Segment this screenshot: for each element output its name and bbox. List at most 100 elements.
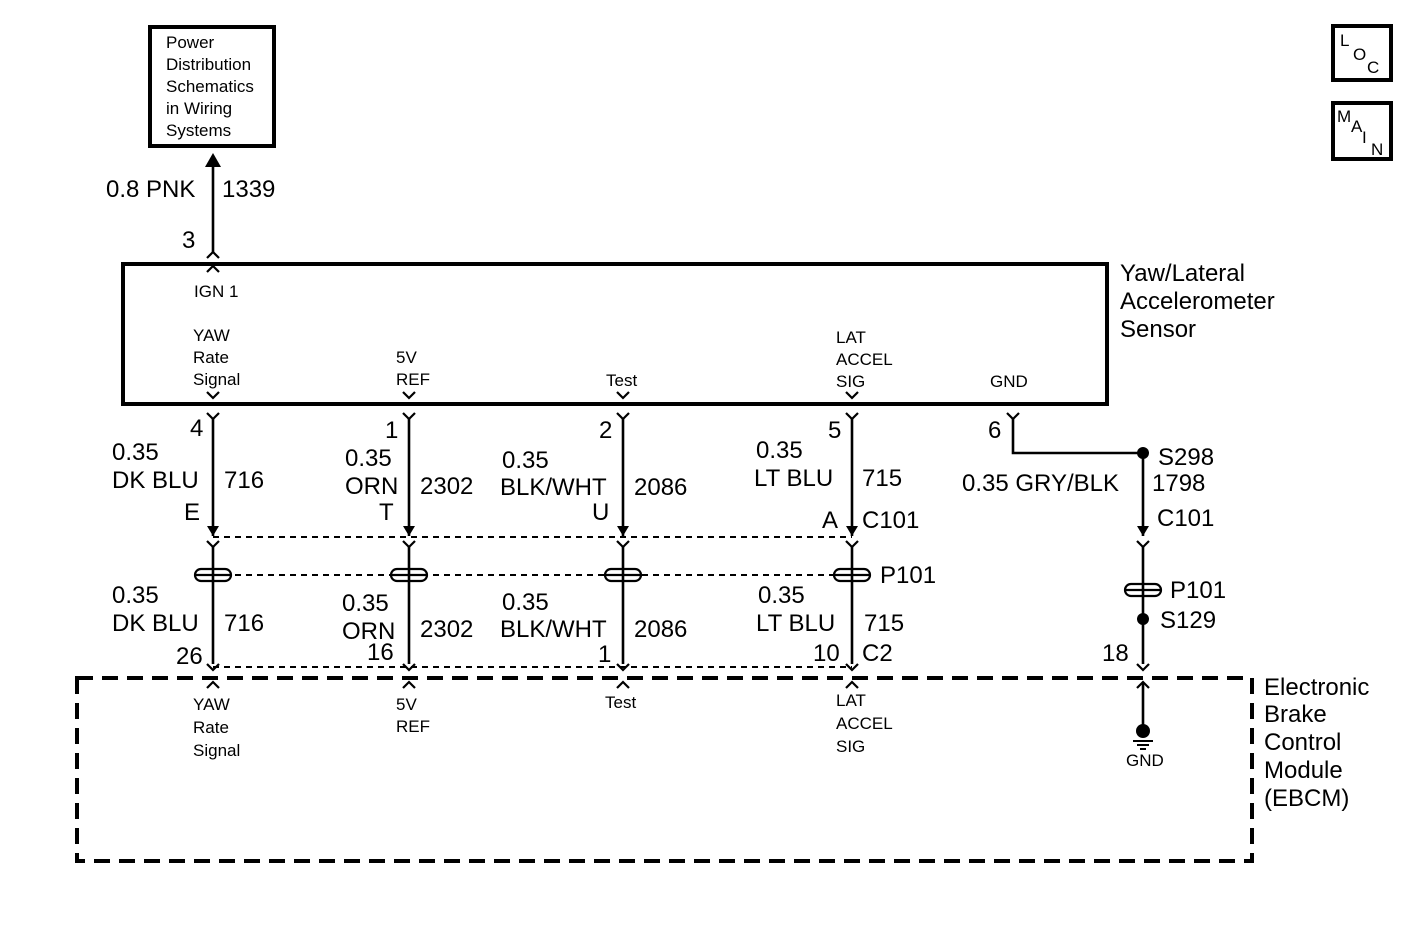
ebcm-yaw-label-1: YAW — [193, 695, 230, 714]
sensor-yaw-label-2: Rate — [193, 348, 229, 367]
lat-lower-gauge: 0.35 — [758, 582, 805, 609]
ign-wire-pin: 3 — [182, 227, 195, 254]
lat-lower-pin: 10 — [813, 640, 840, 667]
s129-label: S129 — [1160, 607, 1216, 634]
ref-lower-pin: 16 — [367, 639, 394, 666]
ground-dot-icon — [1136, 724, 1150, 738]
loc-letter-c: C — [1367, 58, 1379, 77]
sensor-title-line-3: Sensor — [1120, 316, 1196, 343]
yaw-upper-gauge: 0.35 — [112, 439, 159, 466]
main-letter-n: N — [1371, 140, 1383, 159]
ref-upper-color: ORN — [345, 473, 398, 500]
ebcm-title-line-4: Module — [1264, 757, 1343, 784]
test-upper-color: BLK/WHT — [500, 474, 607, 501]
ebcm-box[interactable] — [75, 676, 1254, 863]
main-button[interactable]: M A I N — [1331, 101, 1393, 161]
ebcm-lat-label-2: ACCEL — [836, 714, 893, 733]
p101-symbols — [193, 567, 1163, 598]
ebcm-ref-label-2: REF — [396, 717, 430, 736]
power-box-line-2: Distribution — [166, 55, 251, 74]
yaw-lower-gauge: 0.35 — [112, 582, 159, 609]
ref-upper-gauge: 0.35 — [345, 445, 392, 472]
sensor-test-label: Test — [606, 371, 637, 390]
sensor-lat-label-3: SIG — [836, 372, 865, 391]
wire-test — [616, 391, 630, 689]
yaw-lower-circuit: 716 — [224, 610, 264, 637]
test-lower-color: BLK/WHT — [500, 616, 607, 643]
test-upper-circuit: 2086 — [634, 474, 687, 501]
yaw-upper-color: DK BLU — [112, 467, 199, 494]
power-distribution-box[interactable]: Power Distribution Schematics in Wiring … — [148, 25, 276, 148]
arrow-down-icon — [403, 526, 415, 536]
splice-dot-icon — [1137, 447, 1149, 459]
sensor-ref-label-1: 5V — [396, 348, 417, 367]
yaw-lower-color: DK BLU — [112, 610, 199, 637]
power-box-line-1: Power — [166, 33, 215, 52]
sensor-yaw-label-3: Signal — [193, 370, 240, 389]
ebcm-test-label: Test — [605, 693, 636, 712]
lat-c101-pin: A — [822, 507, 838, 534]
sensor-ref-label-2: REF — [396, 370, 430, 389]
ref-upper-pin: 1 — [385, 417, 398, 444]
c101-gnd-label: C101 — [1157, 505, 1214, 532]
ign-terminal-label: IGN 1 — [194, 282, 238, 301]
loc-letter-o: O — [1353, 45, 1366, 64]
wire-yaw — [206, 391, 220, 689]
sensor-lat-label-2: ACCEL — [836, 350, 893, 369]
splice-dot-icon — [1137, 613, 1149, 625]
ebcm-ref-label-1: 5V — [396, 695, 417, 714]
ebcm-title-line-5: (EBCM) — [1264, 785, 1349, 812]
sensor-lat-label-1: LAT — [836, 328, 866, 347]
arrow-down-icon — [1137, 526, 1149, 536]
ref-lower-circuit: 2302 — [420, 616, 473, 643]
test-lower-pin: 1 — [598, 641, 611, 668]
ign-wire: 0.8 PNK 1339 3 IGN 1 — [106, 153, 275, 301]
ref-lower-gauge: 0.35 — [342, 590, 389, 617]
gnd-upper-circuit: 1798 — [1152, 470, 1205, 497]
lat-upper-pin: 5 — [828, 417, 841, 444]
s298-label: S298 — [1158, 444, 1214, 471]
ebcm-lat-label-1: LAT — [836, 691, 866, 710]
ebcm-yaw-label-3: Signal — [193, 741, 240, 760]
c2-label: C2 — [862, 640, 893, 667]
ebcm-gnd-label: GND — [1126, 751, 1164, 770]
yaw-c101-pin: E — [184, 499, 200, 526]
sensor-title-line-2: Accelerometer — [1120, 288, 1275, 315]
lat-upper-circuit: 715 — [862, 465, 902, 492]
test-c101-pin: U — [592, 499, 609, 526]
loc-letter-l: L — [1340, 31, 1349, 50]
sensor-yaw-label-1: YAW — [193, 326, 230, 345]
p101-label: P101 — [880, 562, 936, 589]
wire-gnd — [1006, 412, 1153, 750]
ref-upper-circuit: 2302 — [420, 473, 473, 500]
lat-upper-gauge: 0.35 — [756, 437, 803, 464]
ign-wire-circuit: 1339 — [222, 176, 275, 203]
test-upper-gauge: 0.35 — [502, 447, 549, 474]
lat-lower-circuit: 715 — [864, 610, 904, 637]
ebcm-lat-label-3: SIG — [836, 737, 865, 756]
wire-ref — [402, 391, 416, 689]
power-box-line-4: in Wiring — [166, 99, 232, 118]
main-letter-a: A — [1351, 117, 1363, 136]
wire-lat — [845, 391, 859, 689]
main-letter-i: I — [1362, 128, 1367, 147]
main-letter-m: M — [1337, 107, 1351, 126]
power-box-line-5: Systems — [166, 121, 231, 140]
yaw-upper-pin: 4 — [190, 415, 203, 442]
test-lower-circuit: 2086 — [634, 616, 687, 643]
sensor-title-line-1: Yaw/Lateral — [1120, 260, 1245, 287]
arrow-down-icon — [617, 526, 629, 536]
sensor-gnd-label: GND — [990, 372, 1028, 391]
lat-upper-color: LT BLU — [754, 465, 833, 492]
gnd-lower-pin: 18 — [1102, 640, 1129, 667]
yaw-upper-circuit: 716 — [224, 467, 264, 494]
gnd-upper-pin: 6 — [988, 417, 1001, 444]
power-box-line-3: Schematics — [166, 77, 254, 96]
gnd-upper-color: 0.35 GRY/BLK — [962, 470, 1119, 497]
p101-gnd-label: P101 — [1170, 577, 1226, 604]
loc-button[interactable]: L O C — [1331, 24, 1393, 82]
ref-c101-pin: T — [379, 499, 394, 526]
yaw-sensor-box[interactable] — [121, 262, 1109, 406]
test-upper-pin: 2 — [599, 417, 612, 444]
c101-label: C101 — [862, 507, 919, 534]
